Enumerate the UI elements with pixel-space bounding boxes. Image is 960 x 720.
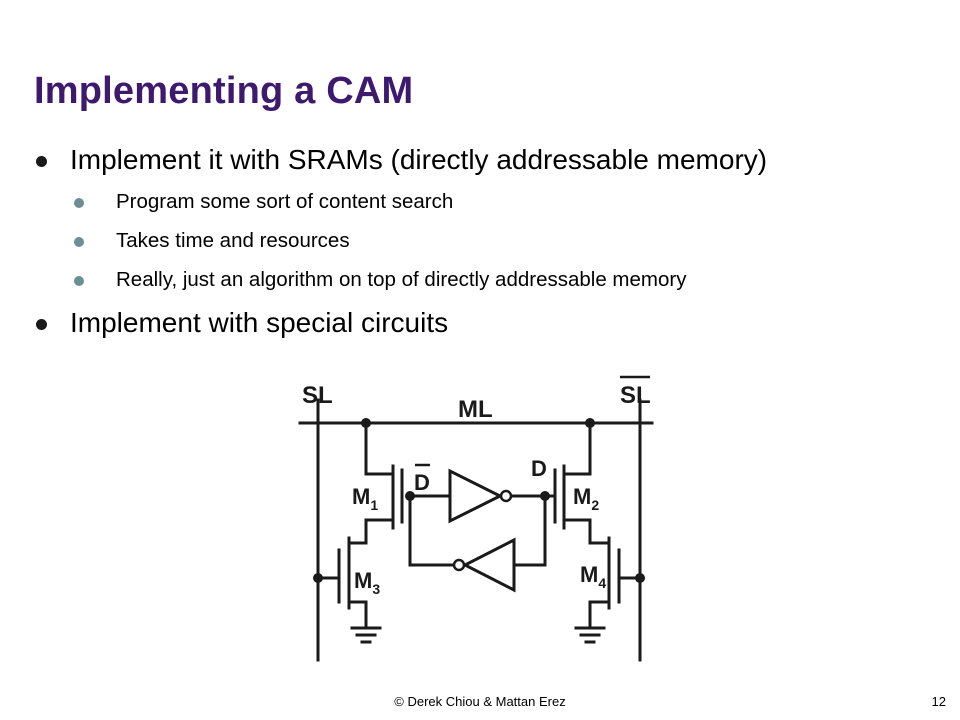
subbullet-content-search: Program some sort of content search	[74, 188, 946, 216]
subbullet-text: Takes time and resources	[116, 229, 350, 252]
subbullet-text: Really, just an algorithm on top of dire…	[116, 268, 687, 291]
bullet-special-circuits: Implement with special circuits	[36, 305, 946, 341]
m1-label: M1	[352, 484, 378, 513]
subbullet-dot	[74, 198, 84, 208]
subbullet-time-resources: Takes time and resources	[74, 227, 946, 255]
bullet-dot	[36, 319, 47, 330]
bullet-list: Implement it with SRAMs (directly addres…	[36, 142, 946, 351]
inverter-top-icon	[448, 468, 504, 524]
subbullet-dot	[74, 276, 84, 286]
sl-label: SL	[302, 382, 333, 409]
bullet-dot	[36, 156, 47, 167]
bullet-srams: Implement it with SRAMs (directly addres…	[36, 142, 946, 178]
slide-title: Implementing a CAM	[34, 70, 414, 112]
subbullet-text: Program some sort of content search	[116, 190, 454, 213]
ml-label: ML	[458, 396, 493, 423]
footer-credit: © Derek Chiou & Mattan Erez	[394, 694, 566, 709]
subbullet-dot	[74, 237, 84, 247]
inverter-bottom-icon	[461, 537, 516, 593]
bullet-text: Implement with special circuits	[70, 307, 449, 338]
sl-bar-label: SL	[620, 382, 651, 409]
page-number: 12	[931, 694, 946, 709]
subbullet-algorithm: Really, just an algorithm on top of dire…	[74, 266, 946, 294]
d-bar-label: D	[414, 470, 430, 495]
m4-label: M4	[580, 562, 606, 591]
m2-label: M2	[573, 484, 599, 513]
cam-cell-circuit-diagram: SL SL ML D D M1 M2 M3 M4	[298, 375, 654, 662]
d-label: D	[531, 456, 547, 481]
bullet-text: Implement it with SRAMs (directly addres…	[70, 144, 768, 175]
m3-label: M3	[354, 568, 380, 597]
